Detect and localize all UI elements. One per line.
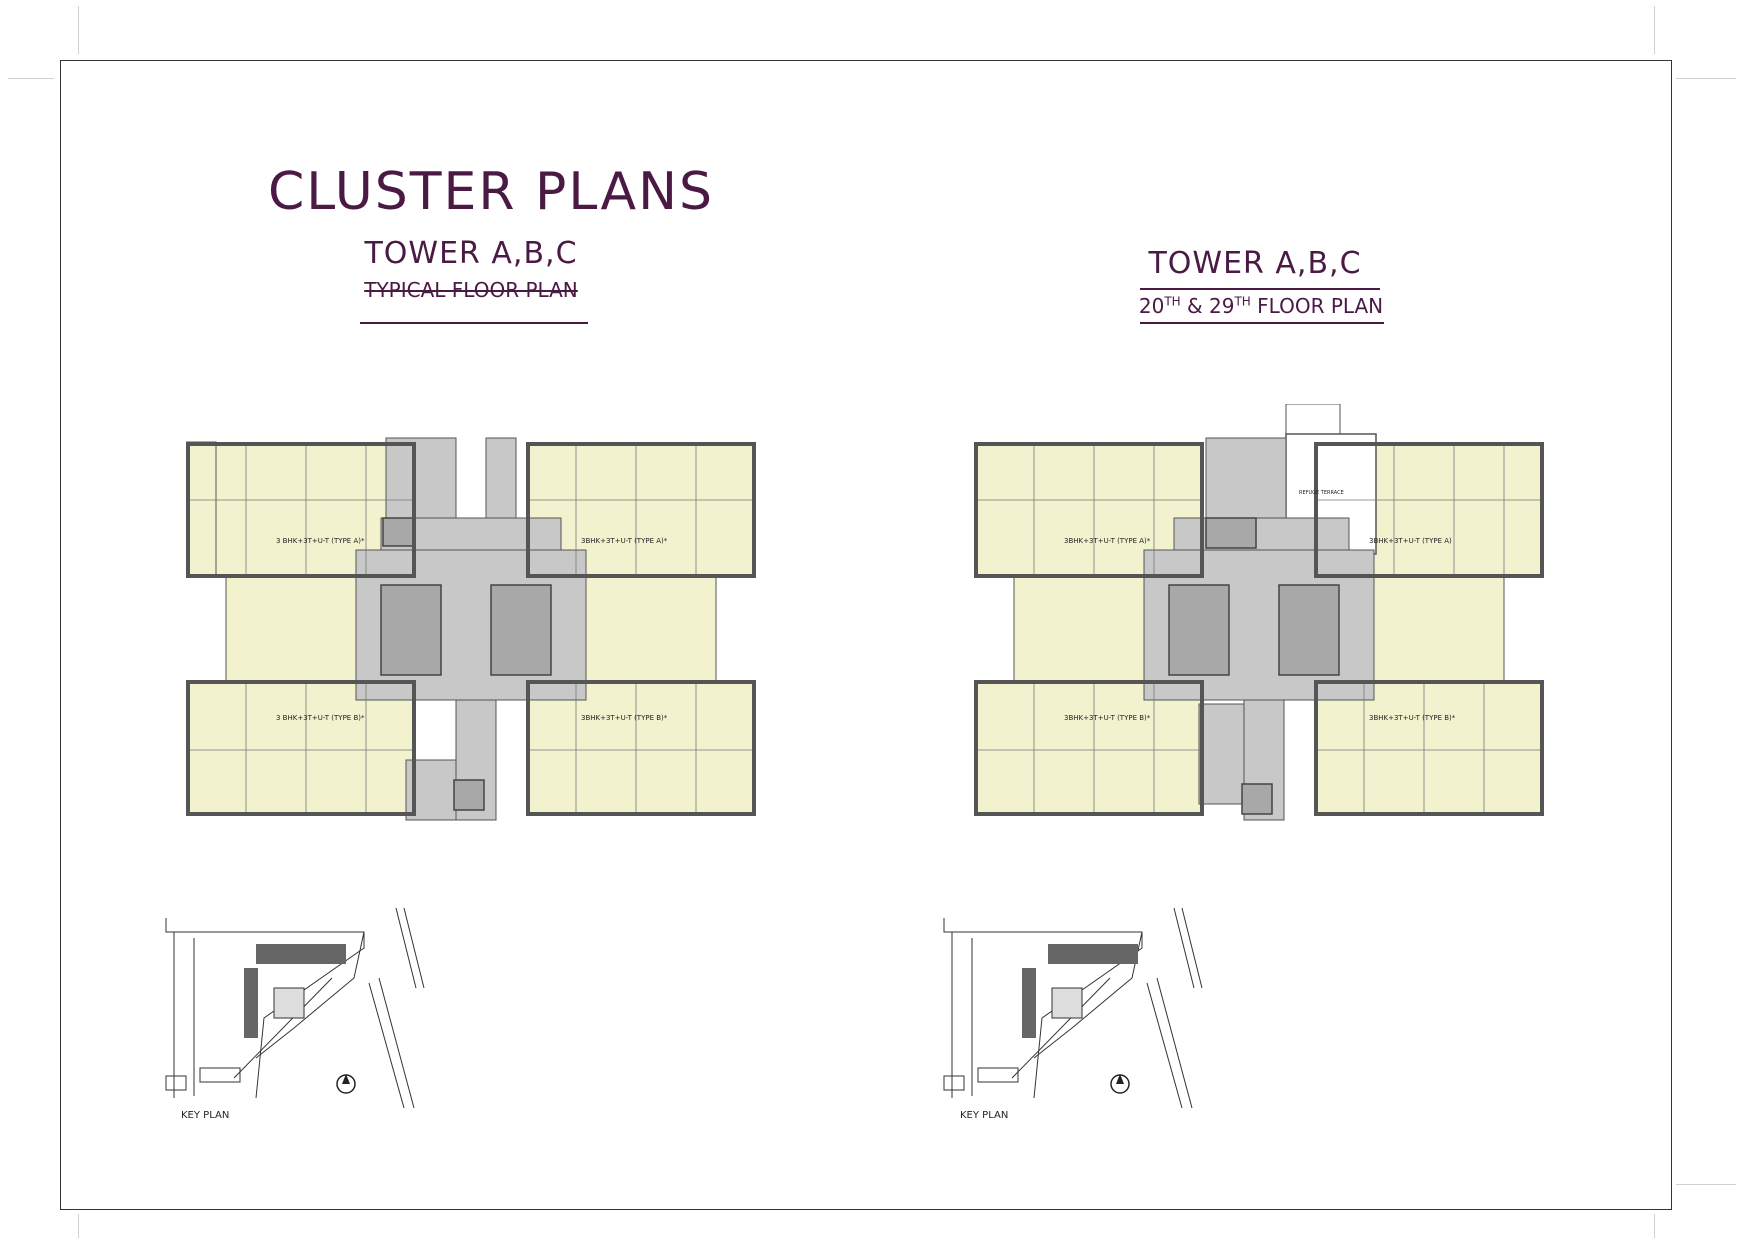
crop-mark: [8, 78, 54, 79]
floor-a: 20: [1138, 294, 1165, 318]
crop-mark: [78, 1214, 79, 1238]
crop-mark: [78, 6, 79, 54]
page-frame: [60, 60, 1672, 1210]
left-key-plan: [165, 908, 425, 1108]
refuge-label: REFUGE TERRACE: [1299, 490, 1344, 496]
left-floor-subtitle: TYPICAL FLOOR PLAN: [364, 278, 578, 302]
unit-label: 3 BHK+3T+U-T (TYPE B)*: [276, 714, 365, 722]
right-tower-title: TOWER A,B,C: [1148, 246, 1362, 281]
crop-mark: [1676, 1184, 1736, 1185]
floor-tail: FLOOR PLAN: [1257, 294, 1384, 318]
floor-a-sup: TH: [1164, 294, 1181, 309]
unit-label: 3BHK+3T+U-T (TYPE A)*: [1064, 537, 1151, 545]
unit-label: 3BHK+3T+U-T (TYPE A)*: [581, 537, 668, 545]
unit-label: 3BHK+3T+U-T (TYPE B)*: [581, 714, 668, 722]
left-tower-title: TOWER A,B,C: [364, 236, 578, 271]
floor-b-sup: TH: [1234, 294, 1251, 309]
left-floor-plan: 3 BHK+3T+U-T (TYPE A)* 3BHK+3T+U-T (TYPE…: [186, 437, 756, 821]
page-title: CLUSTER PLANS: [268, 162, 715, 222]
right-floor-subtitle: 20TH & 29TH FLOOR PLAN: [1138, 294, 1384, 318]
right-key-plan-label: KEY PLAN: [960, 1110, 1009, 1121]
right-key-plan: [943, 908, 1203, 1108]
left-key-plan-label: KEY PLAN: [181, 1110, 230, 1121]
unit-bottom-right: [527, 681, 755, 815]
unit-label: 3 BHK+3T+U-T (TYPE A)*: [276, 537, 365, 545]
unit-label: 3BHK+3T+U-T (TYPE B)*: [1064, 714, 1151, 722]
right-subtitle-rule: [1140, 322, 1384, 324]
floor-join: & 29: [1187, 294, 1235, 318]
crop-mark: [1654, 1214, 1655, 1238]
right-floor-plan: REFUGE TERRACE 3BHK+3T+U-T (TYPE A)* 3BH…: [974, 404, 1544, 821]
unit-bottom-left: [187, 681, 415, 815]
unit-label: 3BHK+3T+U-T (TYPE A): [1369, 537, 1452, 545]
crop-mark: [1654, 6, 1655, 54]
crop-mark: [1676, 78, 1736, 79]
unit-label: 3BHK+3T+U-T (TYPE B)*: [1369, 714, 1456, 722]
right-title-rule: [1140, 288, 1380, 290]
left-subtitle-rule: [360, 322, 588, 324]
